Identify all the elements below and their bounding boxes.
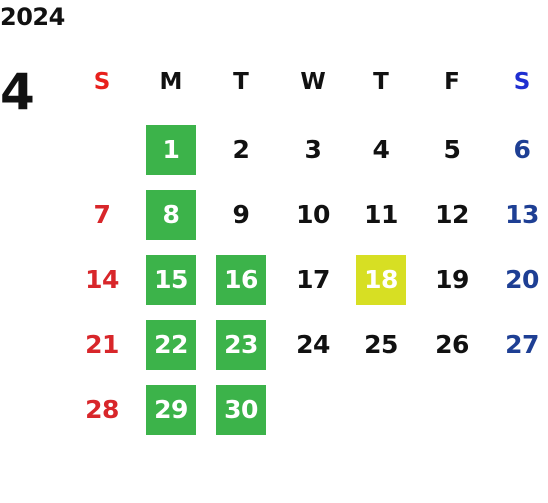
day-cell-23: 23: [216, 320, 266, 370]
weekday-sunday: S: [93, 69, 111, 95]
month-number: 4: [0, 63, 35, 121]
day-cell-9: 9: [232, 200, 250, 229]
weekday-saturday: S: [513, 69, 531, 95]
day-cell-5: 5: [443, 135, 461, 164]
day-cell-7: 7: [93, 200, 111, 229]
day-cell-18: 18: [356, 255, 406, 305]
day-cell-3: 3: [304, 135, 322, 164]
year-label: 2024: [0, 3, 65, 31]
day-cell-6: 6: [513, 135, 531, 164]
weekday-tuesday: T: [233, 69, 249, 95]
day-cell-2: 2: [232, 135, 250, 164]
day-cell-13: 13: [505, 200, 539, 229]
day-cell-19: 19: [435, 265, 469, 294]
weekday-monday: M: [159, 69, 183, 95]
weekday-wednesday: W: [300, 69, 326, 95]
day-cell-11: 11: [364, 200, 398, 229]
day-cell-1: 1: [146, 125, 196, 175]
day-cell-28: 28: [85, 395, 119, 424]
day-cell-16: 16: [216, 255, 266, 305]
day-cell-4: 4: [372, 135, 390, 164]
weekday-thursday: T: [373, 69, 389, 95]
day-cell-15: 15: [146, 255, 196, 305]
day-cell-12: 12: [435, 200, 469, 229]
day-cell-20: 20: [505, 265, 539, 294]
day-cell-14: 14: [85, 265, 119, 294]
day-cell-22: 22: [146, 320, 196, 370]
weekday-friday: F: [444, 69, 460, 95]
day-cell-26: 26: [435, 330, 469, 359]
day-cell-10: 10: [296, 200, 330, 229]
day-cell-24: 24: [296, 330, 330, 359]
day-cell-29: 29: [146, 385, 196, 435]
day-cell-21: 21: [85, 330, 119, 359]
day-cell-8: 8: [146, 190, 196, 240]
day-cell-25: 25: [364, 330, 398, 359]
day-cell-17: 17: [296, 265, 330, 294]
day-cell-30: 30: [216, 385, 266, 435]
day-cell-27: 27: [505, 330, 539, 359]
